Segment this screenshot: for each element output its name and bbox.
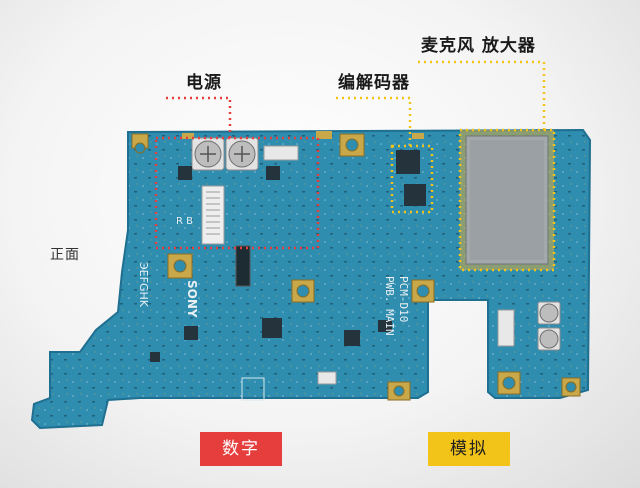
top-connector-mid xyxy=(316,131,332,139)
board-corner-code: ЭEFGHK xyxy=(137,262,150,308)
mounting-holes xyxy=(131,133,581,401)
board-letters: R B xyxy=(176,216,193,227)
connector-icon xyxy=(497,309,515,347)
front-side-label: 正面 xyxy=(50,247,80,263)
connector-icon xyxy=(263,145,299,161)
chip-icon xyxy=(150,150,426,362)
pcb-outline xyxy=(30,128,592,430)
codec-region-box xyxy=(336,96,434,214)
board-pwb: PWB. MAIN xyxy=(383,276,396,336)
connector-icon xyxy=(317,371,337,385)
connector-icon xyxy=(201,185,225,245)
connector-icon xyxy=(235,245,251,287)
shield-can-icon xyxy=(460,130,554,270)
mic-amp-label: 麦克风 放大器 xyxy=(421,36,536,56)
top-connector-right xyxy=(412,133,424,139)
codec-label: 编解码器 xyxy=(338,73,410,93)
capacitor-icon xyxy=(537,301,561,351)
chip-outline xyxy=(241,377,265,401)
board-brand: SONY xyxy=(185,280,199,318)
mic-amp-region-box xyxy=(418,60,556,272)
board-model: PCM-D10 xyxy=(397,276,410,322)
analog-badge: 模拟 xyxy=(428,432,510,466)
power-region-box xyxy=(154,96,320,250)
power-label: 电源 xyxy=(186,73,222,93)
digital-badge: 数字 xyxy=(200,432,282,466)
capacitor-icon xyxy=(191,137,225,171)
capacitor-icon xyxy=(225,137,259,171)
top-connector-left xyxy=(182,133,194,139)
